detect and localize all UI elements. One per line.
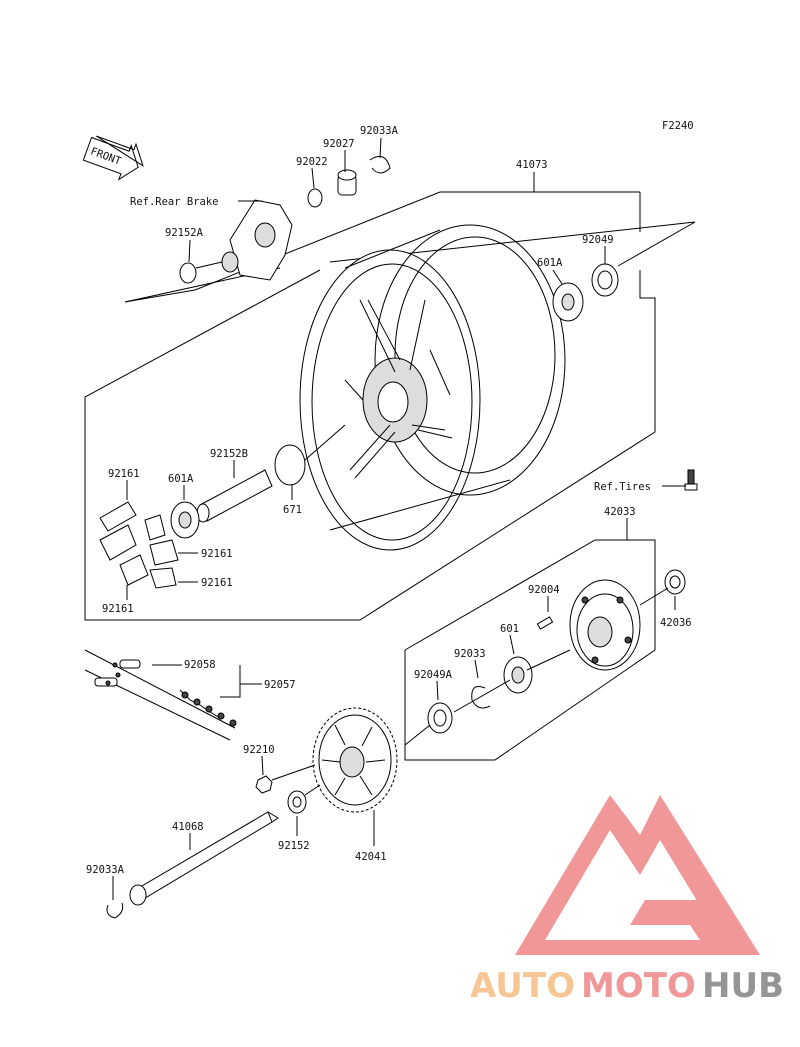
collar-42036 <box>664 569 686 595</box>
dampers-92161 <box>99 501 179 589</box>
label-92210: 92210 <box>243 744 275 756</box>
o-ring-671 <box>274 444 306 486</box>
master-link-92058 <box>94 659 141 687</box>
stud-92004 <box>536 616 554 630</box>
rear-sprocket-42041 <box>312 707 398 813</box>
label-92033: 92033 <box>454 648 486 660</box>
label-92058: 92058 <box>184 659 216 671</box>
label-92049: 92049 <box>582 234 614 246</box>
label-92161-c: 92161 <box>201 577 233 589</box>
circlip-92033 <box>471 686 491 709</box>
caliper-bracket <box>221 199 293 281</box>
front-arrow-icon: FRONT <box>82 135 144 181</box>
label-42036: 42036 <box>660 617 692 629</box>
label-92152A: 92152A <box>165 227 204 239</box>
label-92049A: 92049A <box>414 669 453 681</box>
label-92027: 92027 <box>323 138 355 150</box>
sprocket-hub-42033 <box>569 579 641 671</box>
label-601A-left: 601A <box>168 473 194 485</box>
label-601: 601 <box>500 623 519 635</box>
label-41068: 41068 <box>172 821 204 833</box>
circlip-92033A-bottom <box>106 902 124 919</box>
label-41073: 41073 <box>516 159 548 171</box>
bearing-601 <box>503 656 533 694</box>
watermark-emblem-icon <box>515 795 760 955</box>
ref-rear-brake: Ref.Rear Brake <box>130 196 219 208</box>
collar-92152B <box>196 469 273 523</box>
label-92033A-bottom: 92033A <box>86 864 125 876</box>
figure-code: F2240 <box>662 120 694 132</box>
washer-92022 <box>307 188 323 208</box>
circlip-92033A-top <box>369 155 391 174</box>
watermark-moto: MOTO <box>581 966 696 1006</box>
collar-92027 <box>337 169 357 196</box>
label-92161-b: 92161 <box>201 548 233 560</box>
bearing-601A-right <box>552 282 584 322</box>
watermark-auto: AUTO <box>470 966 575 1006</box>
collar-92152A <box>179 262 197 284</box>
hub-assembly-box <box>404 539 656 761</box>
leader-lines <box>112 137 686 900</box>
label-92033A-top: 92033A <box>360 125 399 137</box>
label-92004: 92004 <box>528 584 560 596</box>
label-92152: 92152 <box>278 840 310 852</box>
rear-wheel <box>299 224 566 551</box>
axle-41068 <box>129 811 279 906</box>
bearing-601A-left <box>170 501 200 539</box>
ref-tires: Ref.Tires <box>594 481 651 493</box>
collar-92152 <box>287 790 307 814</box>
watermark-logo: AUTO MOTO HUB <box>470 795 784 1006</box>
label-671: 671 <box>283 504 302 516</box>
label-42033: 42033 <box>604 506 636 518</box>
label-92022: 92022 <box>296 156 328 168</box>
label-92161-a: 92161 <box>108 468 140 480</box>
watermark-hub: HUB <box>702 966 784 1006</box>
label-92152B: 92152B <box>210 448 248 460</box>
seal-92049 <box>591 263 619 297</box>
label-92161-d: 92161 <box>102 603 134 615</box>
label-601A-right: 601A <box>537 257 563 269</box>
seal-92049A <box>427 702 453 734</box>
nut-92210 <box>255 775 273 794</box>
valve-stem <box>684 469 698 491</box>
label-92057: 92057 <box>264 679 296 691</box>
label-42041: 42041 <box>355 851 387 863</box>
